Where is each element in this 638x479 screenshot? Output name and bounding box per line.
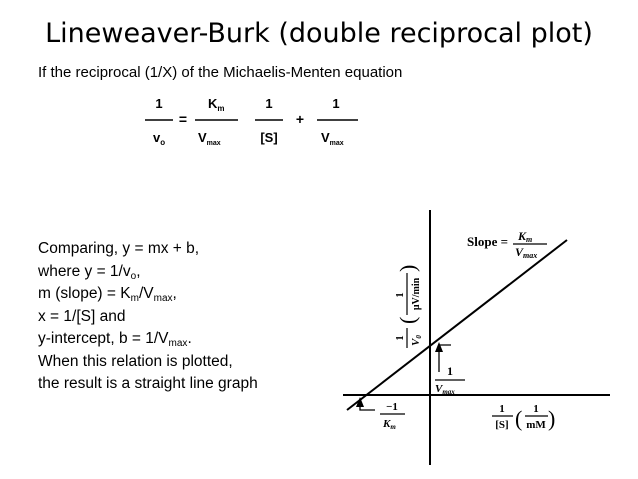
regression-line (346, 239, 568, 411)
result-line: the result is a straight line graph (38, 375, 258, 392)
intro-text: If the reciprocal (1/X) of the Michaelis… (38, 64, 403, 81)
x-axis-label-numerator: 1 (499, 403, 505, 415)
lineweaver-burk-plot: Slope = Km Vmax 1 Vmax −1 Km 1 [S] ( 1 m… (343, 210, 610, 465)
y-axis-unit-denominator: μV/min (411, 277, 422, 310)
eq-plus: + (296, 111, 304, 127)
eq-equals: = (179, 111, 187, 127)
x-axis-unit-denominator: mM (526, 419, 546, 431)
x-intercept-numerator: −1 (386, 401, 398, 413)
eq-one-b: 1 (332, 96, 339, 111)
eq-vmax: Vmax (198, 130, 221, 147)
y-intercept-denominator: Vmax (435, 383, 455, 396)
comparing-line: Comparing, y = mx + b, (38, 240, 200, 257)
reciprocal-equation: 1 vo = Km Vmax 1 [S] + 1 Vmax (145, 96, 358, 147)
slide-title: Lineweaver-Burk (double reciprocal plot) (45, 18, 593, 49)
eq-substrate: [S] (260, 130, 277, 145)
y-axis-label-numerator: 1 (394, 335, 406, 341)
slope-numerator: Km (517, 229, 532, 244)
x-intercept-arrowhead (356, 397, 364, 407)
x-intercept-denominator: Km (382, 418, 396, 431)
y-intercept-numerator: 1 (447, 364, 453, 378)
eq-one: 1 (265, 96, 272, 111)
y-intercept-line: y-intercept, b = 1/Vmax. (38, 330, 192, 349)
eq-lhs-denominator: vo (153, 130, 165, 147)
x-axis-label-denominator: [S] (495, 419, 508, 431)
eq-km: Km (208, 96, 225, 113)
y-axis-unit-paren-open: ( (395, 317, 420, 324)
y-intercept-arrowhead (435, 342, 443, 352)
y-axis-unit-numerator: 1 (394, 292, 406, 298)
y-axis-unit-paren-close: ) (395, 265, 420, 272)
eq-lhs-numerator: 1 (155, 96, 162, 111)
slope-denominator: Vmax (515, 245, 537, 260)
explanation: Comparing, y = mx + b, where y = 1/vo, m… (38, 238, 258, 396)
x-line: x = 1/[S] and (38, 307, 126, 325)
x-axis-unit-paren-close: ) (548, 406, 555, 431)
x-axis-unit-paren-open: ( (515, 406, 522, 431)
y-axis-label: 1 V0 ( 1 μV/min ) (394, 265, 423, 348)
slope-line: m (slope) = Km/Vmax, (38, 285, 177, 304)
y-axis-label-denominator: V0 (410, 335, 423, 346)
slope-label: Slope = (467, 234, 508, 249)
eq-vmax-b: Vmax (321, 130, 344, 147)
where-y-line: where y = 1/vo, (38, 262, 141, 282)
x-axis-unit-numerator: 1 (533, 403, 539, 415)
plotted-line: When this relation is plotted, (38, 352, 233, 370)
